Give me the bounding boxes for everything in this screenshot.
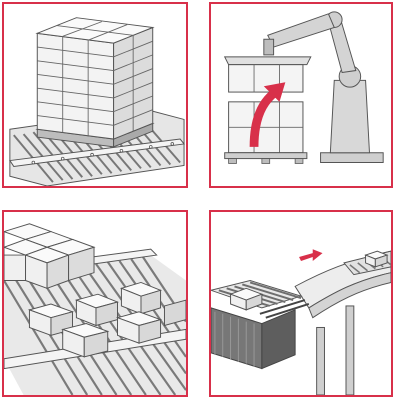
panel-box-transfer-conveyor <box>209 210 393 397</box>
direction-arrow-icon <box>299 249 322 261</box>
roller-conveyor-icon <box>4 212 186 395</box>
panel-pallet-on-conveyor <box>2 2 188 188</box>
panel-boxes-on-roller-conveyor <box>2 210 188 397</box>
robot-arm-icon <box>211 4 391 186</box>
pallet-conveyor-icon <box>4 4 186 186</box>
transfer-conveyor-icon <box>211 212 391 395</box>
panel-robot-palletizing <box>209 2 393 188</box>
